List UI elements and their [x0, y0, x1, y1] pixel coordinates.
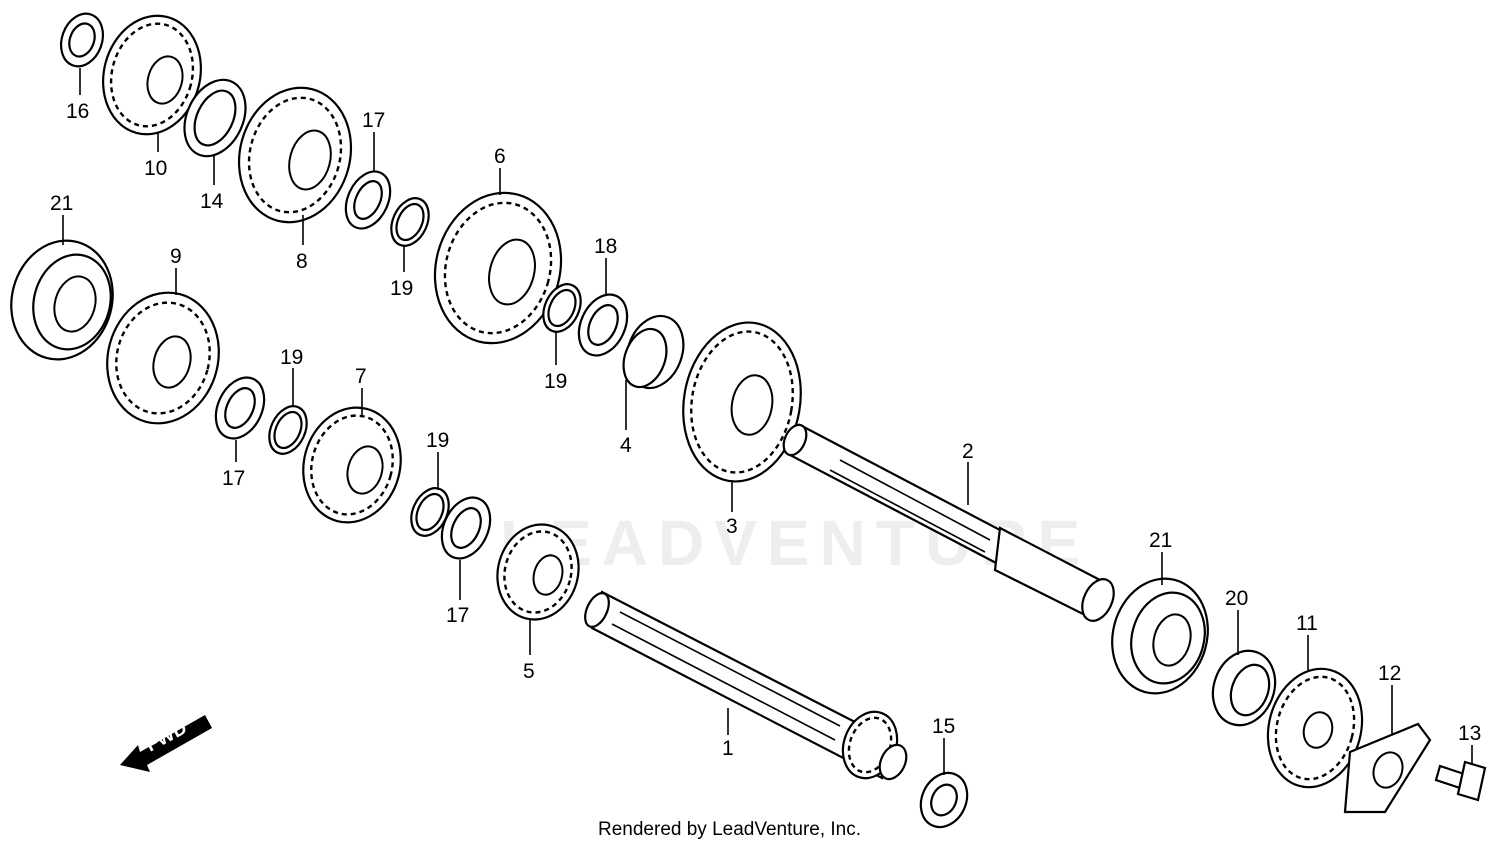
fwd-arrow: FWD: [120, 715, 212, 772]
part-3-gear[interactable]: [671, 313, 813, 491]
part-16-washer[interactable]: [54, 8, 110, 72]
callout-12: 12: [1378, 662, 1401, 685]
part-15-washer[interactable]: [912, 765, 976, 834]
callout-9: 9: [170, 245, 182, 268]
callout-21: 21: [50, 192, 73, 215]
callout-13: 13: [1458, 722, 1481, 745]
callout-17: 17: [222, 467, 245, 490]
footer-credit: Rendered by LeadVenture, Inc.: [598, 819, 861, 840]
part-21-bearing-left[interactable]: [0, 229, 126, 371]
part-4-bushing[interactable]: [616, 308, 693, 396]
part-11-sprocket[interactable]: [1255, 658, 1375, 798]
part-19-circlip-middle[interactable]: [536, 278, 588, 338]
fwd-arrow-icon: [120, 715, 212, 772]
callout-17: 17: [446, 604, 469, 627]
callout-1: 1: [722, 737, 734, 760]
part-13-bolt[interactable]: [1434, 760, 1487, 802]
callout-6: 6: [494, 145, 506, 168]
callout-19: 19: [280, 346, 303, 369]
part-1-mainshaft[interactable]: [580, 589, 911, 785]
part-17-washer-left[interactable]: [207, 370, 274, 447]
callout-19: 19: [390, 277, 413, 300]
part-17-washer-lower[interactable]: [433, 490, 500, 567]
callout-21: 21: [1149, 529, 1172, 552]
callout-2: 2: [962, 440, 974, 463]
part-9-gear[interactable]: [93, 280, 233, 436]
part-18-washer[interactable]: [570, 287, 637, 364]
part-12-plate[interactable]: [1343, 722, 1432, 814]
callout-14: 14: [200, 190, 224, 213]
callout-18: 18: [594, 235, 617, 258]
part-10-gear[interactable]: [90, 5, 214, 146]
callout-15: 15: [932, 715, 955, 738]
part-19-circlip-upper[interactable]: [384, 192, 436, 252]
part-5-gear[interactable]: [487, 515, 589, 628]
callout-20: 20: [1225, 587, 1248, 610]
callout-8: 8: [296, 250, 308, 273]
part-8-gear[interactable]: [224, 75, 365, 235]
callout-7: 7: [355, 365, 367, 388]
callout-17: 17: [362, 109, 385, 132]
part-6-gear[interactable]: [418, 179, 577, 358]
callout-16: 16: [66, 100, 89, 123]
part-19-circlip-left[interactable]: [262, 400, 314, 460]
part-21-bearing-right[interactable]: [1100, 568, 1221, 704]
callout-4: 4: [620, 434, 632, 457]
part-2-countershaft[interactable]: [779, 421, 1120, 626]
part-20-oil-seal[interactable]: [1203, 642, 1285, 734]
callout-11: 11: [1296, 612, 1318, 635]
callout-19: 19: [426, 429, 449, 452]
callout-3: 3: [726, 515, 738, 538]
part-14-washer[interactable]: [173, 70, 258, 166]
part-7-gear[interactable]: [291, 397, 414, 534]
part-17-washer-upper[interactable]: [337, 164, 399, 235]
callout-10: 10: [144, 157, 167, 180]
callout-5: 5: [523, 660, 535, 683]
callout-19: 19: [544, 370, 567, 393]
